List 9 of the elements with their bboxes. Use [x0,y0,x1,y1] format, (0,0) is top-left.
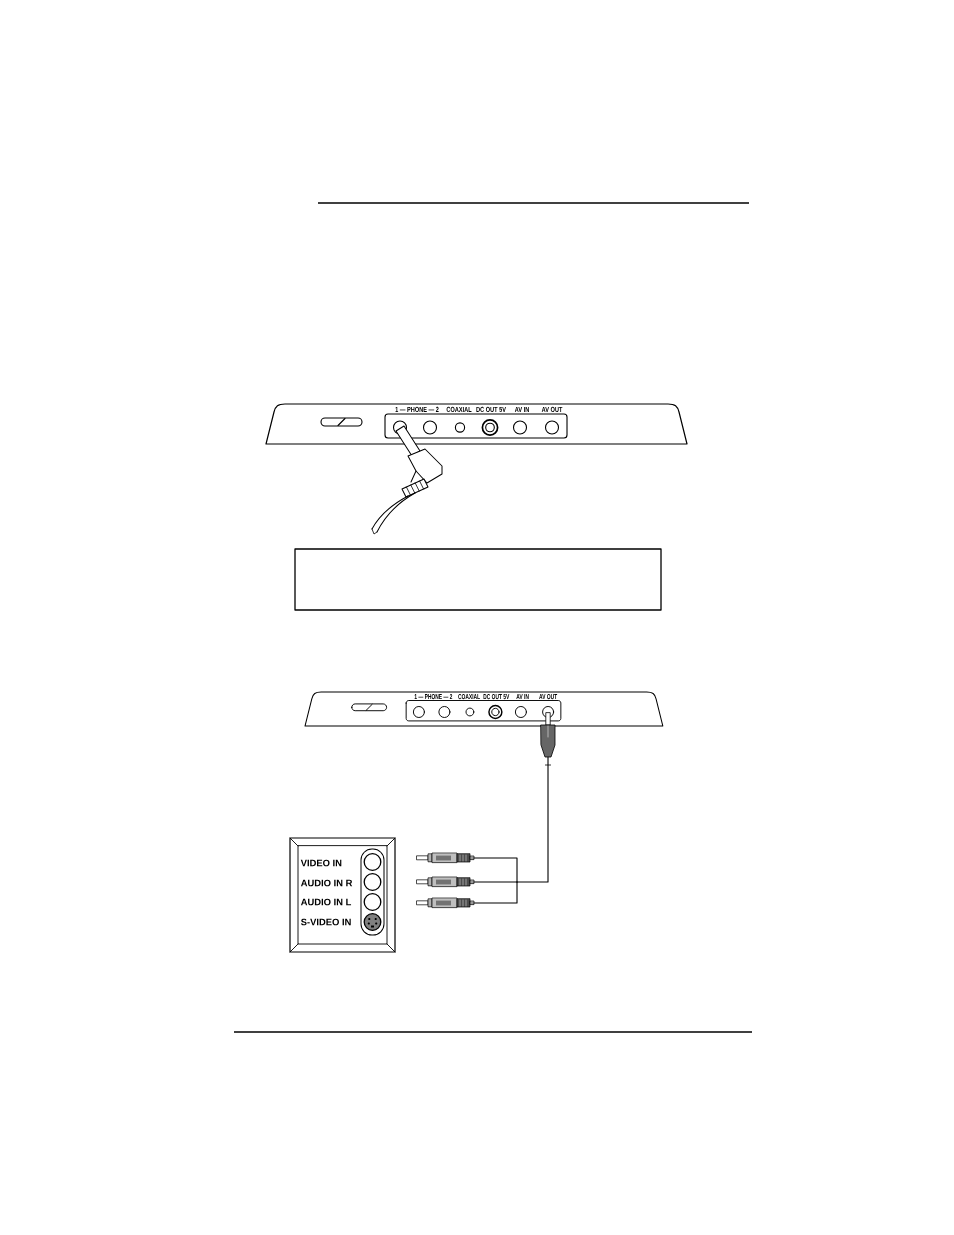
note-box [294,548,662,611]
rca-plug [416,898,475,908]
jack-label: AUDIO IN R [300,879,353,887]
jack-label: AUDIO IN L [300,898,352,906]
rca-plug [416,877,475,887]
jack-label: VIDEO IN [300,859,342,867]
jack-label: S-VIDEO IN [300,918,351,926]
av-plug [540,712,556,758]
rca-plug [416,853,475,863]
